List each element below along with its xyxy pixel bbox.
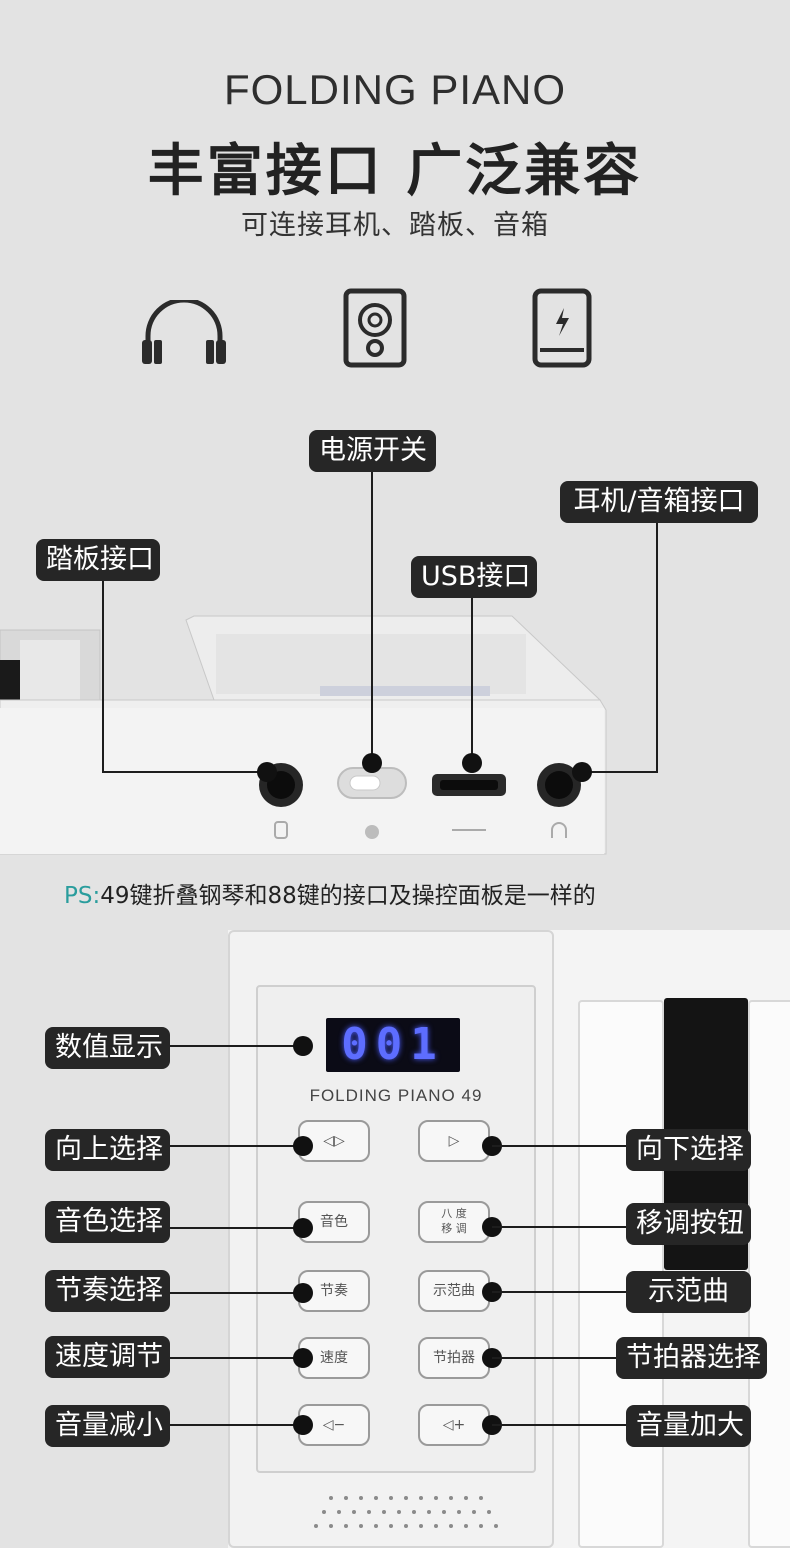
connector-line [582, 771, 658, 773]
connector-line [492, 1424, 628, 1426]
demo-callout: 示范曲 [626, 1271, 751, 1313]
volume-up-callout: 音量加大 [626, 1405, 751, 1447]
connector-dot [462, 753, 482, 773]
display-callout: 数值显示 [45, 1027, 170, 1069]
rhythm-callout: 节奏选择 [45, 1270, 170, 1312]
usb-port-label: USB接口 [411, 556, 537, 598]
metronome-button[interactable]: 节拍器 [418, 1337, 490, 1379]
connector-line [170, 1145, 303, 1147]
connector-dot [293, 1136, 313, 1156]
headphones-icon [142, 300, 226, 364]
connector-line [492, 1291, 628, 1293]
eyebrow-title: FOLDING PIANO [223, 66, 567, 113]
connector-line [492, 1226, 628, 1228]
connector-line [492, 1357, 618, 1359]
metronome-callout: 节拍器选择 [616, 1337, 767, 1379]
tempo-callout: 速度调节 [45, 1336, 170, 1378]
piano-white-key [748, 1000, 790, 1548]
ps-note-text: 49键折叠钢琴和88键的接口及操控面板是一样的 [100, 883, 596, 909]
ps-prefix: PS: [64, 883, 101, 909]
connector-dot [362, 753, 382, 773]
connector-line [492, 1145, 628, 1147]
power-switch-label: 电源开关 [309, 430, 436, 472]
panel-brand: FOLDING PIANO 49 [309, 1086, 483, 1105]
connector-line [170, 1357, 303, 1359]
connector-line [170, 1424, 303, 1426]
speaker-icon [343, 288, 407, 368]
power-bank-icon [532, 288, 592, 368]
demo-button[interactable]: 示范曲 [418, 1270, 490, 1312]
up-select-callout: 向上选择 [45, 1129, 170, 1171]
transpose-callout: 移调按钮 [626, 1203, 751, 1245]
connector-line [471, 598, 473, 762]
transpose-bottom-label: 移 调 [441, 1222, 467, 1235]
subline: 可连接耳机、踏板、音箱 [241, 210, 549, 241]
connector-line [102, 581, 104, 772]
device-side-view [0, 615, 607, 855]
connector-dot [293, 1036, 313, 1056]
down-select-button[interactable]: ▷ [418, 1120, 490, 1162]
volume-down-callout: 音量减小 [45, 1405, 170, 1447]
headline: 丰富接口 广泛兼容 [147, 139, 643, 204]
transpose-top-label: 八 度 [441, 1207, 467, 1220]
number-display: 001 [326, 1018, 460, 1072]
connector-dot [293, 1283, 313, 1303]
connector-dot [293, 1348, 313, 1368]
connector-line [656, 523, 658, 772]
ps-note: PS:49键折叠钢琴和88键的接口及操控面板是一样的 [64, 876, 596, 910]
speaker-grille [314, 1496, 498, 1528]
connector-dot [293, 1218, 313, 1238]
volume-up-button[interactable]: ◁+ [418, 1404, 490, 1446]
connector-dot [293, 1415, 313, 1435]
down-select-callout: 向下选择 [626, 1129, 751, 1171]
connector-line [371, 472, 373, 762]
tone-callout: 音色选择 [45, 1201, 170, 1243]
connector-line [170, 1227, 303, 1229]
connector-line [170, 1045, 303, 1047]
connector-dot [257, 762, 277, 782]
connector-line [102, 771, 267, 773]
connector-dot [572, 762, 592, 782]
pedal-port-label: 踏板接口 [36, 539, 160, 581]
transpose-button[interactable]: 八 度 移 调 [418, 1201, 490, 1243]
audio-port-label: 耳机/音箱接口 [560, 481, 758, 523]
connector-line [170, 1292, 303, 1294]
